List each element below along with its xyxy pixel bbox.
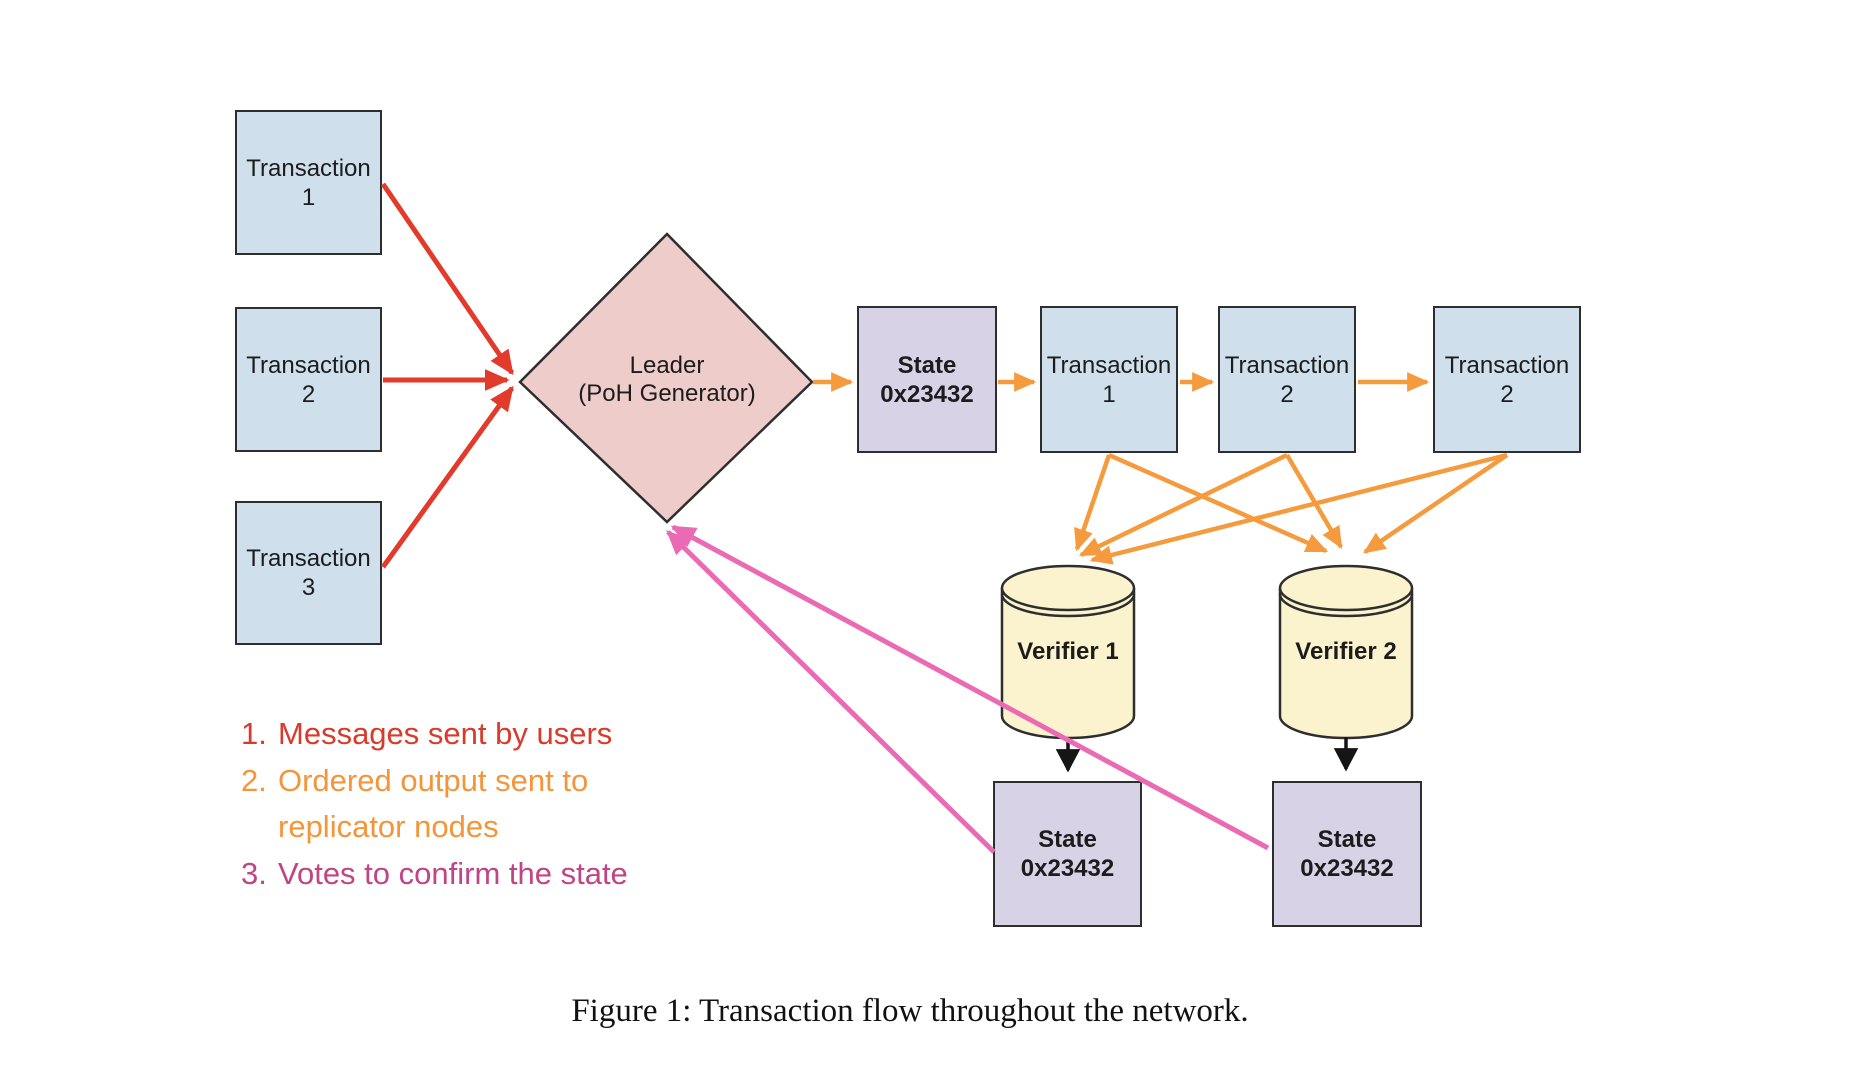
ordered-transaction-1-box: Transaction 1 [1040, 306, 1178, 453]
verifier2-cylinder-top [1278, 564, 1414, 612]
legend-item-messages: 1. Messages sent by users [241, 711, 628, 758]
user-transaction-1-box: Transaction 1 [235, 110, 382, 255]
user-transaction-1-title: Transaction [246, 154, 371, 182]
user-transaction-2-title: Transaction [246, 351, 371, 379]
verifier1-state-label: State 0x23432 [1021, 825, 1114, 883]
ordered-transaction-2-number: 2 [1280, 380, 1294, 408]
user-transaction-1-label: Transaction 1 [246, 154, 371, 212]
verifier1-cylinder-top [1000, 564, 1136, 612]
leader-label-line2: (PoH Generator) [578, 380, 756, 407]
legend-item-3-number: 3. [241, 855, 267, 891]
user-transaction-2-number: 2 [301, 380, 316, 408]
orange-arrow-entry3-to-verifier1 [1089, 452, 1508, 565]
user-transaction-3-number: 3 [301, 574, 316, 601]
ordered-transaction-1-title: Transaction [1046, 351, 1172, 379]
ordered-transaction-2-title: Transaction [1224, 351, 1350, 379]
verifier1-cylinder-lid [1000, 593, 1136, 618]
legend-item-1-number: 1. [241, 716, 267, 751]
legend-item-3-text: Votes to confirm the state [278, 855, 628, 891]
user-transaction-3-title: Transaction [246, 545, 371, 572]
ordered-transaction-3-number: 2 [1500, 380, 1514, 408]
verifier1-state-hash: 0x23432 [1020, 855, 1115, 882]
leader-diamond [518, 232, 814, 524]
legend: 1. Messages sent by users 2. Ordered out… [241, 711, 628, 897]
initial-state-box: State 0x23432 [857, 306, 997, 453]
user-transaction-1-number: 1 [301, 183, 316, 211]
verifier2-state-hash: 0x23432 [1300, 855, 1394, 882]
verifier2-state-label: State 0x23432 [1300, 825, 1393, 883]
leader-label-line1: Leader [629, 352, 705, 379]
orange-arrow-entry3-to-verifier2 [1363, 453, 1509, 554]
initial-state-hash: 0x23432 [880, 380, 974, 408]
verifier1-state-title: State [1038, 826, 1097, 853]
leader-diamond-label: Leader (PoH Generator) [521, 352, 813, 408]
pink-arrow-verifier2-state-to-leader [670, 524, 1270, 851]
ordered-transaction-1-number: 1 [1102, 380, 1116, 408]
legend-item-2-text-line1: Ordered output sent to [278, 762, 589, 798]
verifier2-cylinder-lid [1278, 593, 1414, 618]
red-arrow-transaction1-to-leader [380, 182, 515, 376]
legend-item-ordered-output: 2. Ordered output sent to replicator nod… [241, 758, 628, 851]
orange-arrow-entry2-to-verifier2 [1285, 453, 1343, 550]
orange-arrow-entry2-to-verifier1 [1078, 452, 1288, 558]
verifier2-state-box: State 0x23432 [1272, 781, 1422, 927]
ordered-transaction-3-label: Transaction 2 [1445, 351, 1570, 409]
red-arrow-transaction3-to-leader [380, 385, 515, 569]
ordered-transaction-1-label: Transaction 1 [1047, 351, 1172, 409]
ordered-transaction-2-box: Transaction 2 [1218, 306, 1356, 453]
pink-arrow-verifier1-state-to-leader [666, 530, 996, 854]
verifier2-label: Verifier 2 [1295, 638, 1397, 665]
user-transaction-2-label: Transaction 2 [246, 351, 371, 409]
legend-item-1-text: Messages sent by users [278, 716, 613, 751]
verifier1-state-box: State 0x23432 [993, 781, 1142, 927]
verifier1-cylinder [1000, 564, 1136, 740]
legend-item-2-text: Ordered output sent to replicator nodes [278, 758, 628, 851]
verifier1-cylinder-body [1000, 588, 1136, 740]
user-transaction-3-label: Transaction 3 [246, 544, 371, 602]
ordered-transaction-3-title: Transaction [1444, 351, 1570, 379]
verifier2-state-title: State [1317, 826, 1377, 853]
orange-arrow-entry1-to-verifier1 [1074, 454, 1112, 552]
figure-caption: Figure 1: Transaction flow throughout th… [571, 993, 1249, 1029]
verifier1-label: Verifier 1 [1017, 638, 1119, 665]
initial-state-title: State [897, 351, 957, 379]
verifier2-cylinder-body [1278, 588, 1414, 740]
legend-item-2-number: 2. [241, 762, 267, 798]
legend-item-2-text-line2: replicator nodes [278, 809, 499, 844]
ordered-transaction-2-label: Transaction 2 [1225, 351, 1350, 409]
verifier2-cylinder [1278, 564, 1414, 740]
orange-arrow-entry1-to-verifier2 [1108, 452, 1329, 554]
ordered-transaction-3-box: Transaction 2 [1433, 306, 1581, 453]
legend-item-votes: 3. Votes to confirm the state [241, 851, 628, 898]
user-transaction-2-box: Transaction 2 [235, 307, 382, 452]
initial-state-label: State 0x23432 [880, 351, 973, 409]
user-transaction-3-box: Transaction 3 [235, 501, 382, 645]
